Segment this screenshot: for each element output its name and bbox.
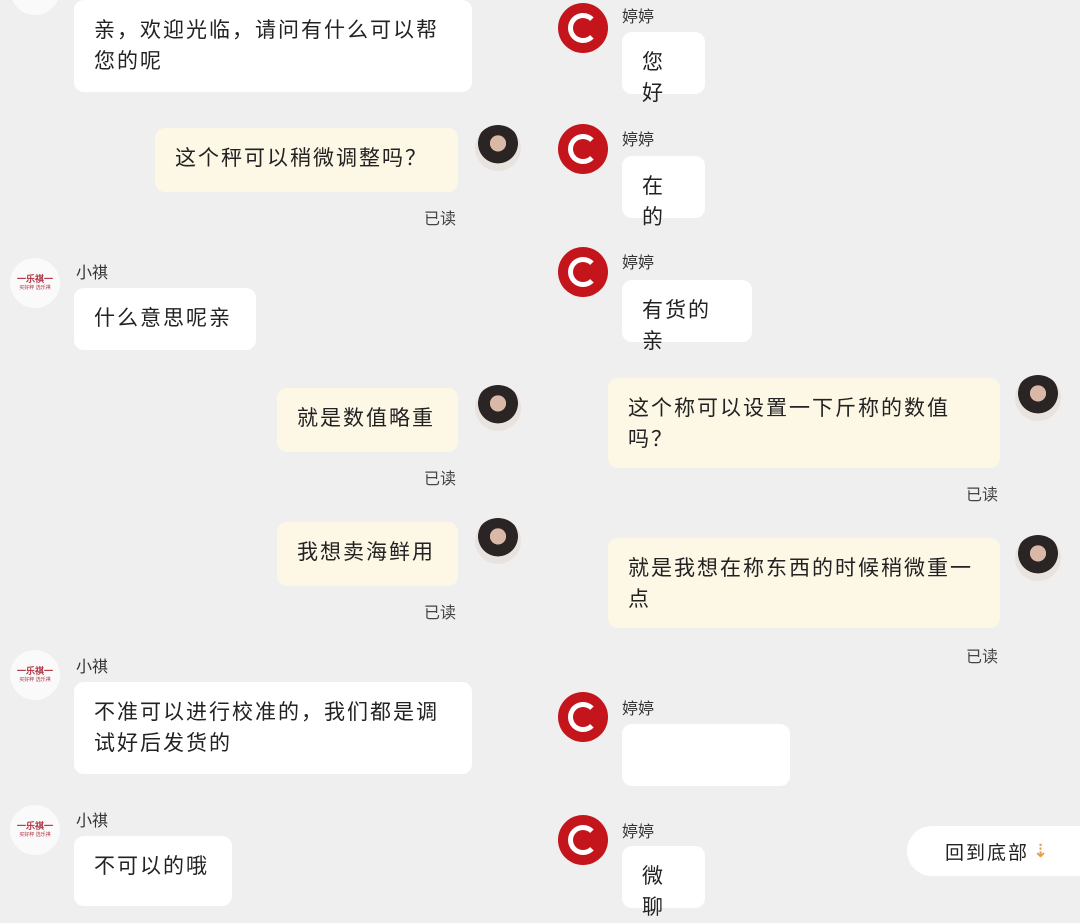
shop-avatar[interactable]: 一乐祺一买好秤 选乐祺 [10,650,60,700]
message-bubble: 不准可以进行校准的，我们都是调试好后发货的 [74,682,472,774]
message-bubble: 微聊 [622,846,705,919]
message-bubble: 就是我想在称东西的时候稍微重一点 [608,538,1000,628]
sender-name: 小祺 [76,811,109,830]
sender-name: 小祺 [76,657,109,676]
message-bubble: 就是数值略重 [277,388,458,452]
message-bubble: 我想卖海鲜用 [277,522,458,586]
message-bubble: 有货的亲 [622,280,752,353]
sender-name: 婷婷 [622,822,655,841]
message-bubble: 什么意思呢亲 [74,288,256,350]
read-status: 已读 [966,647,999,666]
shop-avatar[interactable]: 一乐祺一买好秤 选乐祺 [10,258,60,308]
message-bubble: 这个称可以设置一下斤称的数值吗？ [608,378,1000,468]
shop-avatar[interactable] [558,692,608,742]
read-status: 已读 [966,485,999,504]
shop-avatar[interactable]: 一乐祺一买好秤 选乐祺 [10,805,60,855]
redacted-message-bubble [622,724,790,786]
message-bubble: 不可以的哦 [74,836,232,906]
sender-name: 婷婷 [622,253,655,272]
read-status: 已读 [424,469,457,488]
back-to-bottom-button[interactable]: 回到底部 ⇣ [907,826,1080,876]
user-avatar[interactable] [475,125,521,171]
user-avatar[interactable] [1015,535,1061,581]
sender-name: 婷婷 [622,130,655,149]
user-avatar[interactable] [475,385,521,431]
shop-avatar[interactable] [558,3,608,53]
sender-name: 婷婷 [622,7,655,26]
message-bubble: 您好 [622,32,705,105]
read-status: 已读 [424,209,457,228]
shop-avatar[interactable] [558,815,608,865]
double-chevron-down-icon: ⇣ [1033,840,1051,862]
message-bubble: 这个秤可以稍微调整吗？ [155,128,458,192]
sender-name: 婷婷 [622,699,655,718]
shop-avatar[interactable] [558,247,608,297]
read-status: 已读 [424,603,457,622]
shop-avatar[interactable] [558,124,608,174]
sender-name: 小祺 [76,263,109,282]
user-avatar[interactable] [1015,375,1061,421]
user-avatar[interactable] [475,518,521,564]
message-bubble: 亲，欢迎光临，请问有什么可以帮您的呢 [74,0,472,92]
message-bubble: 在的 [622,156,705,229]
